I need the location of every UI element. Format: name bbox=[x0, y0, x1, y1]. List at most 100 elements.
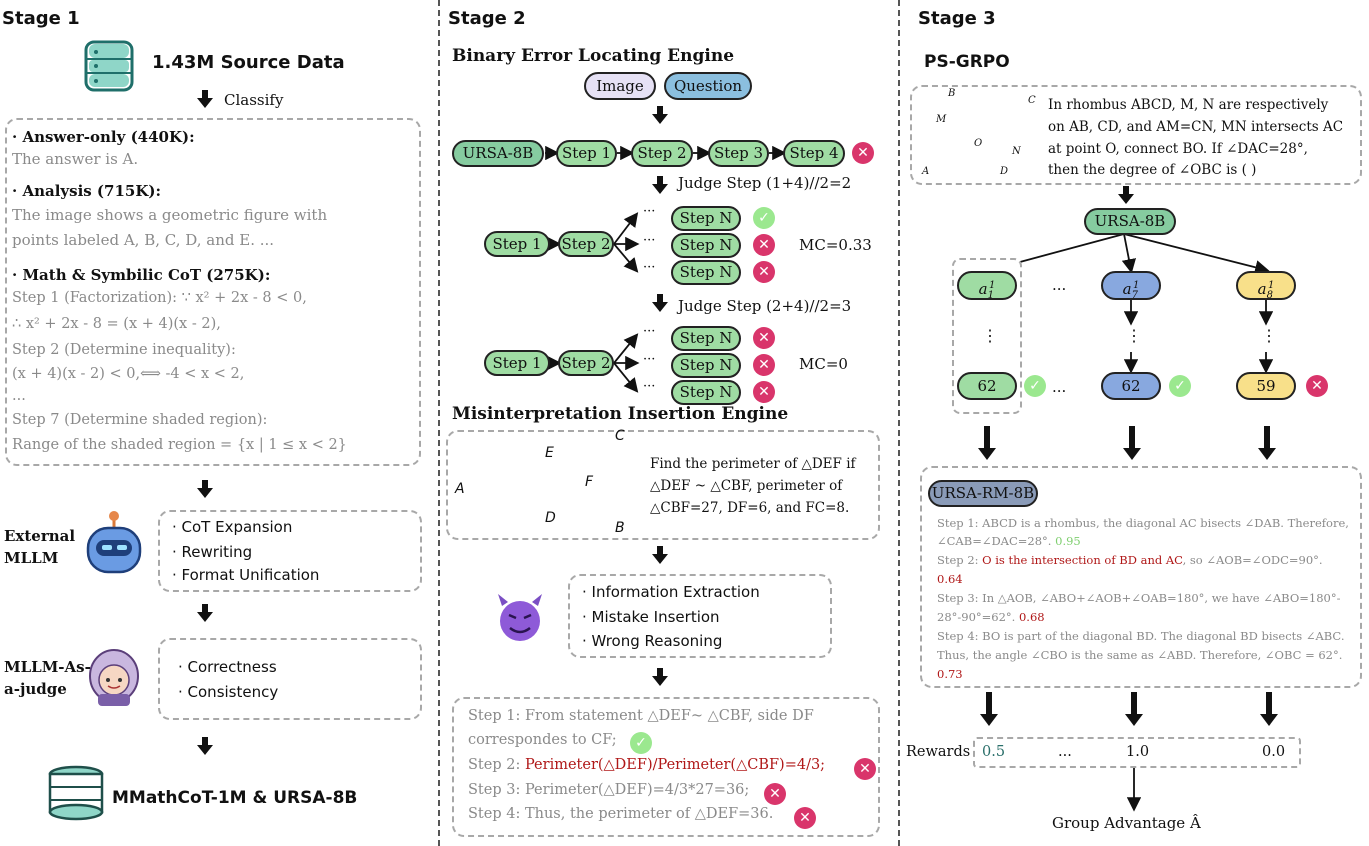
rm-step1-line2: ∠CAB=∠DAC=28°. 0.95 bbox=[937, 534, 1081, 548]
analysis-title: · Analysis (715K): bbox=[12, 182, 162, 200]
wrong-mark-icon: ✕ bbox=[852, 142, 874, 164]
insertion-item: · Mistake Insertion bbox=[582, 608, 720, 626]
rollout-action-pill: a81 bbox=[1236, 271, 1296, 301]
vertical-ellipsis: ⋮ bbox=[1126, 326, 1142, 345]
stage2-title: Stage 2 bbox=[448, 8, 526, 29]
judge-avatar-icon bbox=[89, 649, 139, 706]
mc-value-2: MC=0 bbox=[799, 355, 848, 373]
expansion-item: · CoT Expansion bbox=[172, 518, 293, 536]
question-line: In rhombus ABCD, M, N are respectively bbox=[1048, 97, 1329, 113]
ellipsis: ··· bbox=[643, 352, 656, 367]
step-chain-connectors bbox=[545, 145, 787, 393]
stage-divider-1 bbox=[438, 0, 440, 846]
result-step4-line: Step 4: Thus, the perimeter of △DEF=36. bbox=[468, 806, 774, 822]
stage1-title: Stage 1 bbox=[2, 8, 80, 29]
robot-icon bbox=[86, 511, 142, 574]
devil-emoji-icon bbox=[498, 594, 542, 641]
math-line: ∴ x² + 2x - 8 = (x + 4)(x - 2), bbox=[12, 316, 221, 332]
rm-step4-line1: Step 4: BO is part of the diagonal BD. T… bbox=[937, 629, 1345, 643]
math-line: (x + 4)(x - 2) < 0,⟺ -4 < x < 2, bbox=[12, 366, 245, 382]
result-step3-line: Step 3: Perimeter(△DEF)=4/3*27=36; bbox=[468, 782, 750, 798]
question-line: at point O, connect BO. If ∠DAC=28°, bbox=[1048, 141, 1308, 157]
rm-step4-line2: Thus, the angle ∠CBO is the same as ∠ABD… bbox=[937, 648, 1343, 662]
rhombus-label-n: N bbox=[1012, 146, 1021, 157]
rm-step2-line1: Step 2: O is the intersection of BD and … bbox=[937, 553, 1323, 567]
question-line: on AB, CD, and AM=CN, MN intersects AC bbox=[1048, 119, 1344, 135]
analysis-text-line1: The image shows a geometric figure with bbox=[12, 206, 328, 224]
judge-step-1-label: Judge Step (1+4)//2=2 bbox=[678, 174, 852, 192]
rhombus-label-m: M bbox=[936, 114, 947, 125]
stage-divider-2 bbox=[898, 0, 900, 846]
model-pill: URSA-8B bbox=[452, 140, 544, 167]
ellipsis: ... bbox=[1052, 276, 1067, 294]
database-icon bbox=[84, 40, 134, 92]
classify-label: Classify bbox=[224, 91, 284, 109]
external-mllm-label-1: External bbox=[4, 527, 76, 545]
external-mllm-label-2: MLLM bbox=[4, 549, 59, 567]
step-pill: Step 3 bbox=[708, 140, 769, 167]
answer-only-text: The answer is A. bbox=[12, 150, 139, 168]
ellipsis: ··· bbox=[643, 204, 656, 219]
geo-label-e: E bbox=[545, 445, 554, 461]
step-pill: Step 4 bbox=[783, 140, 845, 167]
math-cot-title: · Math & Symbilic CoT (275K): bbox=[12, 266, 271, 284]
binary-engine-title: Binary Error Locating Engine bbox=[452, 46, 735, 66]
check-mark-icon: ✓ bbox=[753, 207, 775, 229]
wrong-mark-icon: ✕ bbox=[764, 783, 786, 805]
judge-item: · Consistency bbox=[178, 683, 279, 701]
flow-arrows-stage3 bbox=[978, 186, 1278, 726]
insertion-item: · Information Extraction bbox=[582, 583, 760, 601]
stepn-pill: Step N bbox=[671, 206, 741, 231]
ps-grpo-title: PS-GRPO bbox=[924, 52, 1010, 72]
math-line: ... bbox=[12, 388, 26, 404]
rm-step3-line2: 28°-90°=62°. 0.68 bbox=[937, 610, 1045, 624]
math-line: Range of the shaded region = {x | 1 ≤ x … bbox=[12, 437, 347, 453]
policy-model-pill: URSA-8B bbox=[1084, 208, 1176, 235]
rollout-answer-pill: 62 bbox=[1101, 372, 1161, 400]
expansion-item: · Format Unification bbox=[172, 566, 320, 584]
geo-label-c: C bbox=[615, 428, 625, 444]
rewards-box bbox=[973, 737, 1301, 768]
rewards-label: Rewards bbox=[906, 744, 971, 760]
wrong-mark-icon: ✕ bbox=[794, 807, 816, 829]
wrong-mark-icon: ✕ bbox=[753, 327, 775, 349]
group-advantage-label: Group Advantage Â bbox=[1052, 814, 1201, 832]
misinterpretation-engine-title: Misinterpretation Insertion Engine bbox=[452, 404, 789, 424]
rhombus-label-d: D bbox=[1000, 166, 1009, 177]
reward-value: 0.5 bbox=[982, 744, 1006, 760]
insertion-item: · Wrong Reasoning bbox=[582, 632, 723, 650]
wrong-mark-icon: ✕ bbox=[753, 261, 775, 283]
problem-line: △DEF ~ △CBF, perimeter of bbox=[650, 478, 843, 494]
answer-only-title: · Answer-only (440K): bbox=[12, 128, 195, 146]
stepn-pill: Step N bbox=[671, 380, 741, 405]
rm-step1-line1: Step 1: ABCD is a rhombus, the diagonal … bbox=[937, 516, 1349, 530]
rhombus-label-o: O bbox=[974, 138, 983, 149]
judge-box bbox=[158, 638, 422, 720]
geo-label-d: D bbox=[545, 510, 556, 526]
step2-pill: Step 2 bbox=[558, 350, 614, 376]
math-line: Step 1 (Factorization): ∵ x² + 2x - 8 < … bbox=[12, 290, 307, 306]
rollout-action-pill: a11 bbox=[957, 271, 1017, 301]
wrong-mark-icon: ✕ bbox=[753, 354, 775, 376]
question-box bbox=[910, 85, 1362, 185]
rhombus-label-a: A bbox=[922, 166, 930, 177]
judge-step-2-label: Judge Step (2+4)//2=3 bbox=[678, 297, 852, 315]
step-pill: Step 1 bbox=[556, 140, 617, 167]
expansion-box bbox=[158, 510, 422, 592]
wrong-mark-icon: ✕ bbox=[753, 381, 775, 403]
geo-label-f: F bbox=[585, 474, 594, 490]
image-input-pill: Image bbox=[584, 72, 656, 100]
problem-line: Find the perimeter of △DEF if bbox=[650, 456, 856, 472]
rollout-answer-pill: 59 bbox=[1236, 372, 1296, 400]
rhombus-label-b: B bbox=[948, 88, 956, 99]
check-mark-icon: ✓ bbox=[1169, 375, 1191, 397]
rm-step2-score: 0.64 bbox=[937, 572, 963, 586]
ellipsis: ··· bbox=[643, 379, 656, 394]
judge-item: · Correctness bbox=[178, 658, 277, 676]
rollout-answer-pill: 62 bbox=[957, 372, 1017, 400]
reward-model-pill: URSA-RM-8B bbox=[928, 480, 1038, 507]
vertical-ellipsis: ⋮ bbox=[1261, 326, 1277, 345]
vertical-ellipsis: ⋮ bbox=[982, 326, 998, 345]
source-data-label: 1.43M Source Data bbox=[152, 52, 345, 73]
stepn-pill: Step N bbox=[671, 326, 741, 351]
